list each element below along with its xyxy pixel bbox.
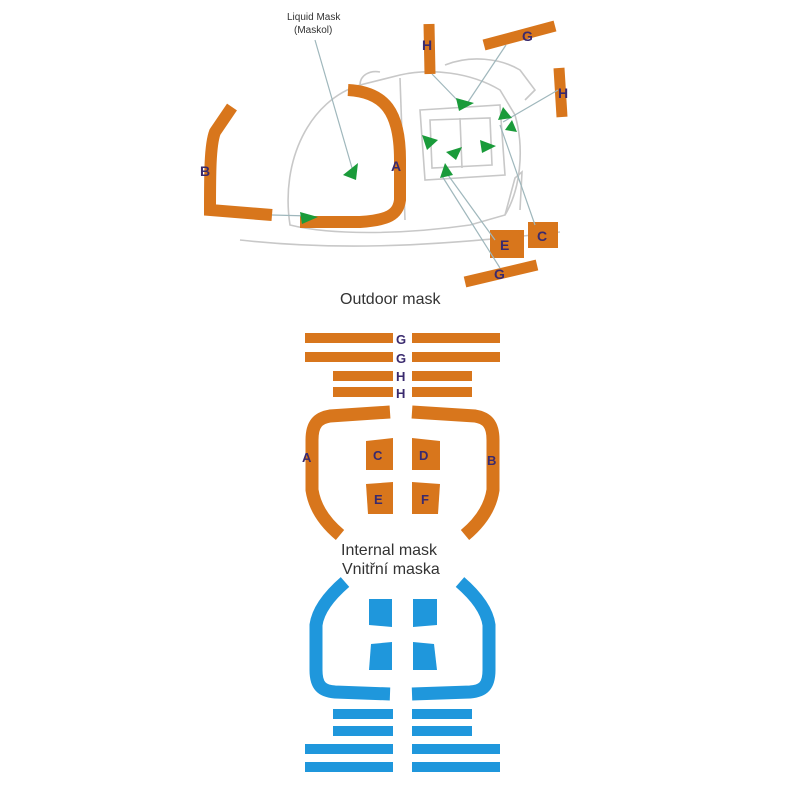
liquid-mask-note-line2: (Maskol) bbox=[294, 25, 332, 36]
blue-mask-strips bbox=[305, 709, 500, 772]
triangle-arrow-icon bbox=[498, 107, 512, 120]
outdoor-piece-b bbox=[203, 103, 273, 221]
triangle-arrow-icon bbox=[505, 120, 517, 132]
green-arrows bbox=[300, 98, 517, 224]
internal-strip-g1-left bbox=[305, 333, 393, 343]
triangle-arrow-icon bbox=[300, 212, 318, 224]
triangle-arrow-icon bbox=[446, 147, 462, 160]
triangle-arrow-icon bbox=[480, 140, 496, 153]
triangle-arrow-icon bbox=[456, 98, 474, 111]
internal-mask-frames bbox=[305, 405, 500, 540]
internal-label-c: C bbox=[373, 448, 383, 463]
triangle-arrow-icon bbox=[422, 135, 438, 150]
internal-strip-h2-left bbox=[333, 387, 393, 397]
blue-mask-panes bbox=[369, 599, 437, 670]
internal-piece-f bbox=[412, 482, 440, 514]
strip-label-g2: G bbox=[396, 351, 406, 366]
outdoor-piece-h-right bbox=[553, 67, 568, 118]
outdoor-label-e: E bbox=[500, 237, 509, 253]
blue-strip-4-left bbox=[305, 762, 393, 772]
triangle-arrow-icon bbox=[343, 163, 358, 180]
blue-strip-1-right bbox=[412, 709, 472, 719]
triangle-arrow-icon bbox=[440, 163, 453, 178]
strip-label-h1: H bbox=[396, 369, 405, 384]
internal-label-a: A bbox=[302, 450, 312, 465]
outdoor-label-c: C bbox=[537, 228, 547, 244]
blue-pane-top-right bbox=[413, 599, 437, 627]
internal-strip-g1-right bbox=[412, 333, 500, 343]
internal-mask-strips bbox=[305, 333, 500, 397]
blue-pane-top-left bbox=[369, 599, 392, 627]
outdoor-piece-a bbox=[300, 84, 406, 228]
blue-strip-2-left bbox=[333, 726, 393, 736]
outdoor-label-h-right: H bbox=[558, 85, 568, 101]
internal-strip-h1-left bbox=[333, 371, 393, 381]
outdoor-piece-c bbox=[528, 222, 558, 248]
blue-strip-4-right bbox=[412, 762, 500, 772]
outdoor-piece-g-top bbox=[482, 20, 557, 51]
blue-frame-left bbox=[309, 577, 391, 701]
internal-label-d: D bbox=[419, 448, 428, 463]
internal-mask-caption-en: Internal mask bbox=[341, 542, 438, 559]
internal-piece-a bbox=[305, 405, 391, 540]
outdoor-label-b: B bbox=[200, 163, 210, 179]
blue-strip-3-left bbox=[305, 744, 393, 754]
outdoor-label-a: A bbox=[391, 158, 401, 174]
blue-pane-bottom-right bbox=[413, 642, 437, 670]
blue-strip-1-left bbox=[333, 709, 393, 719]
outdoor-label-h-top: H bbox=[422, 37, 432, 53]
outdoor-piece-g-bottom bbox=[463, 259, 539, 288]
strip-label-h2: H bbox=[396, 386, 405, 401]
internal-strip-h2-right bbox=[412, 387, 472, 397]
internal-mask-panes bbox=[366, 438, 440, 514]
internal-piece-d bbox=[412, 438, 440, 470]
strip-label-g1: G bbox=[396, 332, 406, 347]
blue-mask-frames bbox=[309, 577, 496, 701]
internal-piece-c bbox=[366, 438, 393, 470]
internal-piece-e bbox=[366, 482, 393, 514]
internal-strip-g2-left bbox=[305, 352, 393, 362]
blue-strip-3-right bbox=[412, 744, 500, 754]
internal-piece-b bbox=[411, 405, 500, 540]
internal-label-e: E bbox=[374, 492, 383, 507]
outdoor-piece-h-top bbox=[423, 23, 436, 75]
blue-strip-2-right bbox=[412, 726, 472, 736]
internal-strip-h1-right bbox=[412, 371, 472, 381]
internal-label-f: F bbox=[421, 492, 429, 507]
outdoor-label-g-bottom: G bbox=[494, 266, 505, 282]
liquid-mask-note-line1: Liquid Mask bbox=[287, 12, 341, 23]
blue-frame-right bbox=[411, 577, 496, 701]
outdoor-mask-pieces bbox=[203, 20, 568, 288]
internal-mask-caption-cz: Vnitřní maska bbox=[342, 561, 440, 578]
internal-strip-g2-right bbox=[412, 352, 500, 362]
internal-label-b: B bbox=[487, 453, 496, 468]
outdoor-label-g-top: G bbox=[522, 28, 533, 44]
outdoor-piece-e bbox=[490, 230, 524, 258]
blue-pane-bottom-left bbox=[369, 642, 392, 670]
outdoor-mask-caption: Outdoor mask bbox=[340, 291, 441, 308]
